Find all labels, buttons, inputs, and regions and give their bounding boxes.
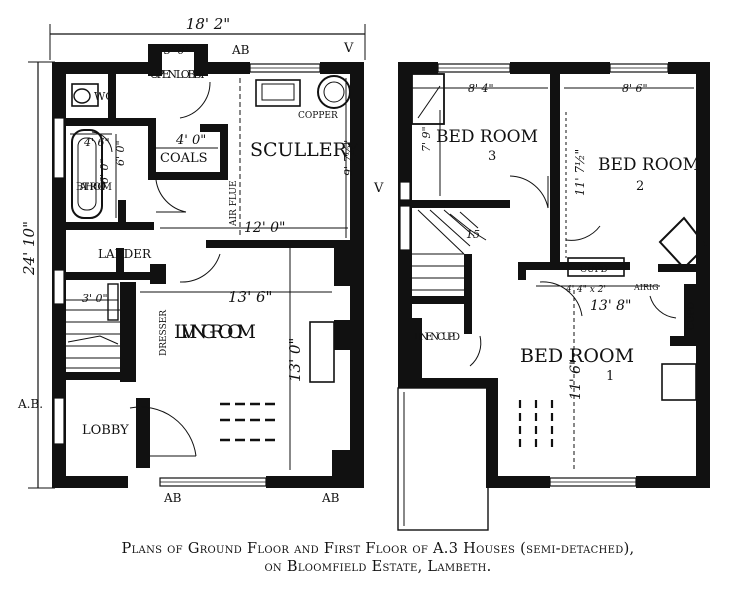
dim-bed2-width: 8' 6"	[622, 82, 648, 95]
label-copper: COPPER	[298, 111, 338, 121]
caption-line-1: Plans of Ground Floor and First Floor of…	[121, 541, 635, 557]
dim-stair-rise: 15	[466, 228, 480, 241]
section-mark-ab-top: AB	[231, 43, 250, 57]
caption-line-2: on Bloomfield Estate, Lambeth.	[264, 559, 492, 575]
room-label-open-lobby: OPEN LOBBY	[150, 68, 207, 81]
dim-scullery-width: 12' 0"	[244, 220, 285, 236]
vent-mark-top: V	[343, 41, 354, 56]
dim-landing: 4' 4" x 2'	[565, 285, 606, 295]
section-mark-ab-left: A.B.	[17, 397, 43, 411]
dim-larder-width: 3' 0"	[82, 292, 108, 305]
dim-lobby-width: 3' 0"	[164, 44, 190, 57]
plan-caption: Plans of Ground Floor and First Floor of…	[0, 540, 756, 576]
label-dresser: DRESSER	[159, 310, 169, 356]
room-label-bed1: BED ROOM	[520, 345, 634, 367]
dim-bed2-depth: 11' 7½"	[573, 149, 587, 196]
label-cupboard-a: CUPD	[580, 265, 608, 275]
vent-mark-first-floor: V	[373, 181, 384, 196]
room-label-bath-room: BATH ROOM	[76, 182, 112, 193]
label-airing: AIRIG	[633, 283, 659, 292]
room-label-larder: LARDER	[98, 247, 152, 261]
dim-bed3-width: 8' 4"	[468, 82, 494, 95]
ground-floor-plan: 18' 2" 24' 10"	[17, 15, 366, 505]
label-air-flue: AIR FLUE	[229, 180, 239, 227]
section-mark-ab-bottom-left: AB	[163, 491, 182, 505]
first-floor-plan: V BED ROOM 3 BED ROOM 2 BED ROOM 1 LINEN…	[373, 62, 710, 531]
label-cupboard-b: CUPD	[687, 302, 697, 330]
dim-coals-width: 4' 0"	[175, 133, 206, 148]
room-label-lobby: LOBBY	[82, 423, 129, 438]
room-label-bed3: BED ROOM	[436, 127, 538, 147]
floor-plans-drawing: 18' 2" 24' 10"	[17, 15, 710, 531]
section-mark-ab-bottom-right: AB	[321, 491, 340, 505]
overall-width-label: 18' 2"	[186, 15, 230, 33]
overall-depth-label: 24' 10"	[20, 221, 38, 276]
room-label-bed1-number: 1	[606, 369, 614, 384]
room-label-bed2: BED ROOM	[598, 155, 700, 175]
dim-coals-depth: 6' 0"	[114, 140, 127, 166]
dim-living-width: 13' 6"	[228, 288, 272, 306]
room-label-coals: COALS	[160, 151, 208, 166]
room-label-living-room: LIVING ROOM	[174, 321, 256, 343]
dim-bath-depth: 6' 0"	[98, 158, 111, 184]
dim-bed1-depth: 11' 6"	[568, 359, 584, 400]
room-label-wc: WC	[94, 90, 114, 103]
dim-living-depth: 13' 0"	[286, 338, 304, 382]
room-label-scullery: SCULLERY	[250, 139, 359, 161]
dim-bath-width: 4' 6"	[83, 136, 110, 149]
dim-bed3-depth: 7' 9"	[420, 126, 433, 152]
room-label-linen-cupboard: LINEN CUPD	[414, 332, 460, 343]
room-label-bed3-number: 3	[488, 149, 496, 164]
dim-scullery-depth: 9' 7½"	[342, 140, 355, 176]
dim-bed1-width: 13' 8"	[590, 298, 631, 314]
room-label-bed2-number: 2	[636, 179, 644, 194]
